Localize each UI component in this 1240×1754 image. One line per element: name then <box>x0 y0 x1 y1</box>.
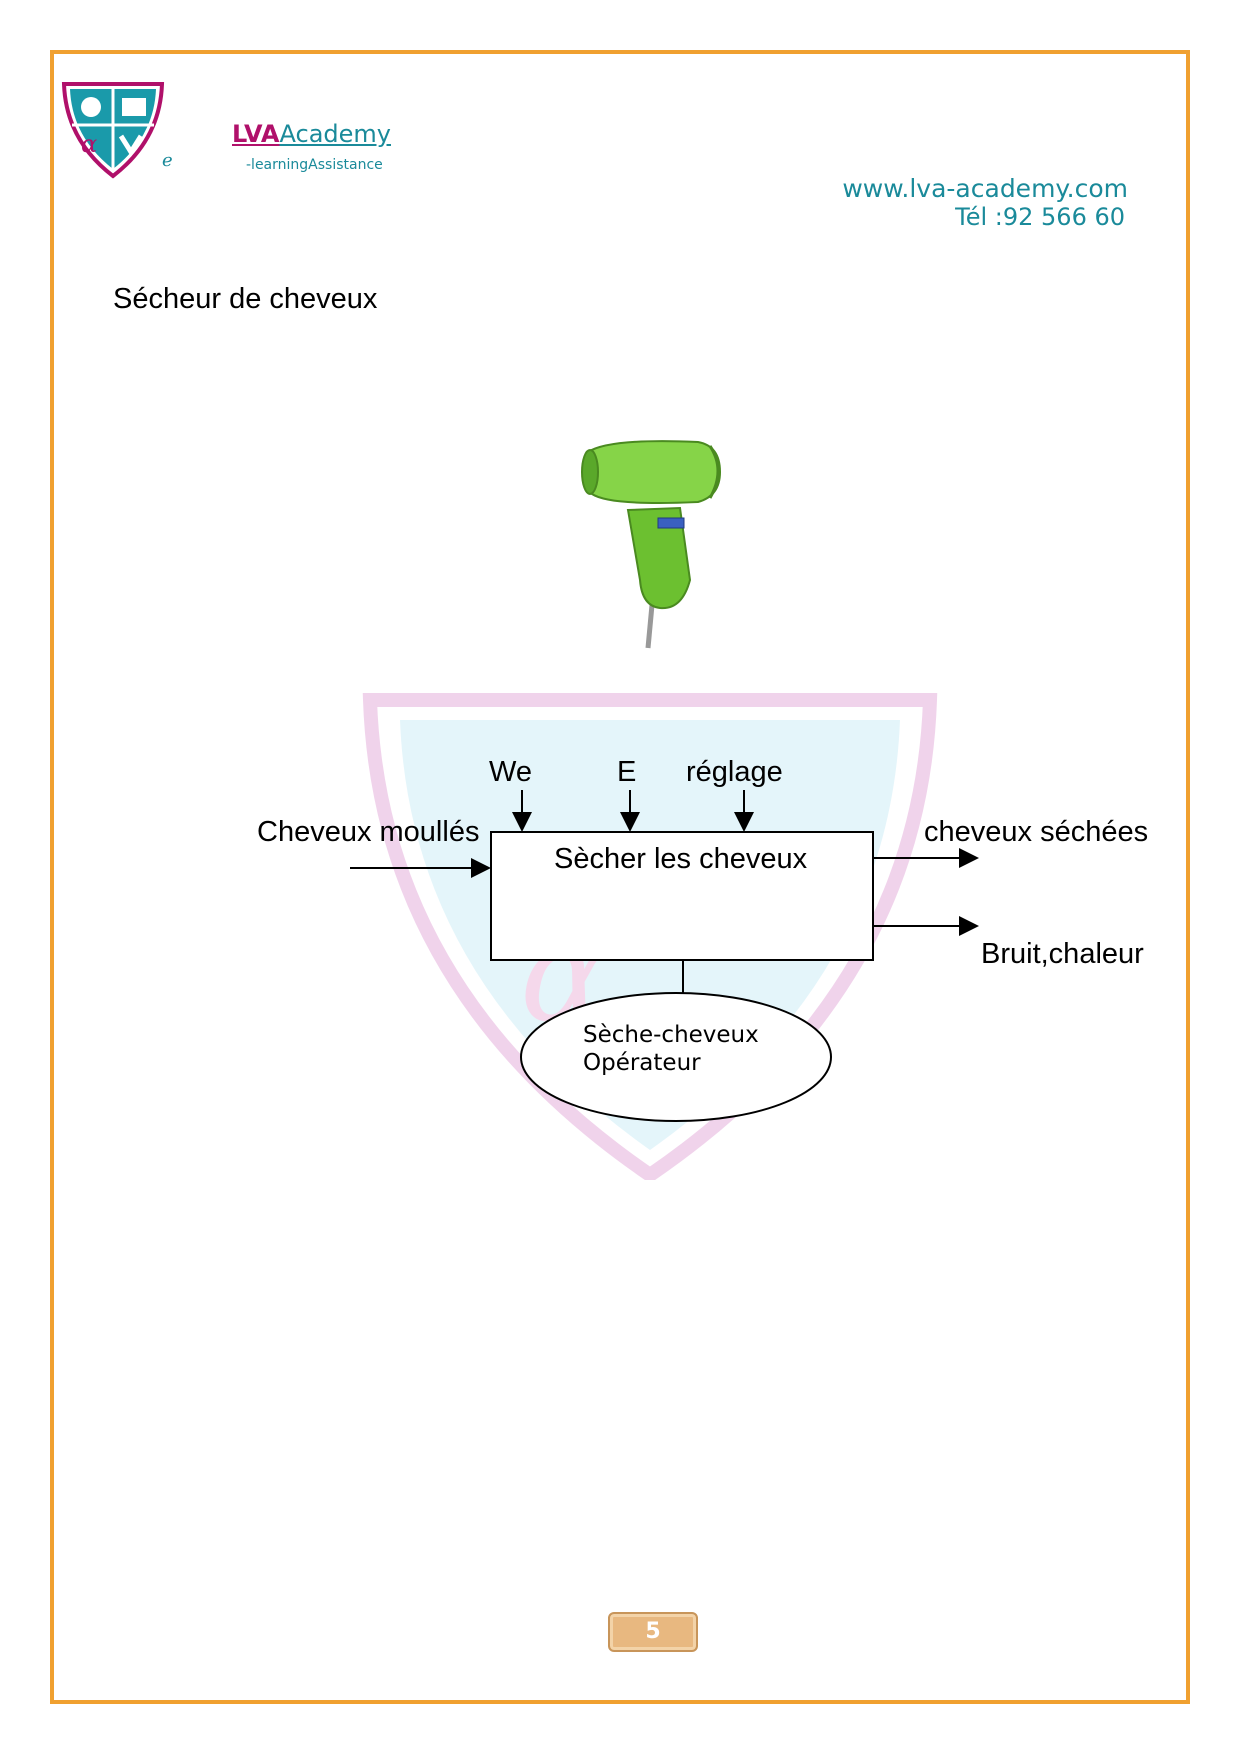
website-link[interactable]: www.lva-academy.com <box>842 174 1128 203</box>
svg-text:α: α <box>81 130 97 158</box>
document-title: Sécheur de cheveux <box>113 283 378 315</box>
phone-number: Tél :92 566 60 <box>955 203 1125 231</box>
brand-academy: Academy <box>279 120 391 148</box>
brand-name: LVAAcademy <box>232 120 391 148</box>
support-oval <box>520 992 832 1122</box>
support-label-operator: Opérateur <box>583 1050 701 1076</box>
control-label-we: We <box>489 756 532 788</box>
hair-dryer-image <box>581 440 722 649</box>
lva-academy-logo: α <box>61 82 165 179</box>
control-label-e: E <box>617 756 637 788</box>
support-label-device: Sèche-cheveux <box>583 1022 759 1048</box>
brand-tagline: -learningAssistance <box>246 157 383 173</box>
input-label: Cheveux moullés <box>257 816 480 848</box>
brand-lva: LVA <box>232 120 280 148</box>
function-label: Sècher les cheveux <box>554 843 808 875</box>
page-frame <box>50 50 1190 1704</box>
logo-letter: e <box>162 150 173 171</box>
page-number: 5 <box>608 1612 698 1652</box>
output-label-dried: cheveux séchées <box>924 816 1149 848</box>
output-label-noise: Bruit,chaleur <box>981 938 1144 970</box>
control-label-reglage: réglage <box>686 756 783 788</box>
